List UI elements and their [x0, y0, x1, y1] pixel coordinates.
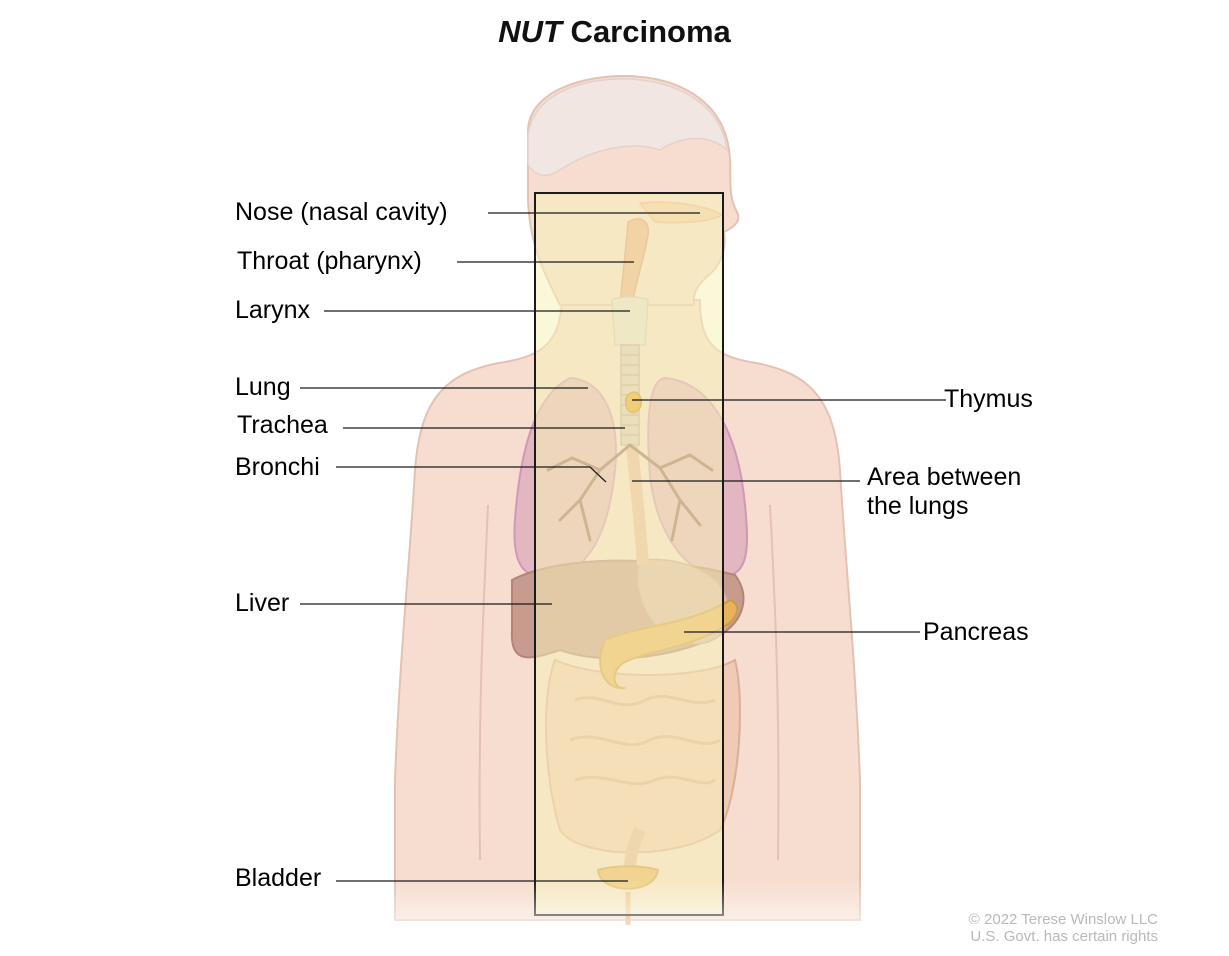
label-trachea: Trachea	[237, 411, 328, 439]
highlight-box	[534, 192, 724, 916]
label-area-between-lungs-line2: the lungs	[867, 492, 969, 520]
label-area-between-lungs-line1: Area between	[867, 463, 1022, 491]
copyright-line1: © 2022 Terese Winslow LLC	[968, 911, 1158, 928]
label-liver: Liver	[235, 589, 290, 617]
leader-line-bronchi	[336, 466, 607, 483]
label-bladder: Bladder	[235, 864, 322, 892]
diagram-title: NUT Carcinoma	[0, 14, 1229, 50]
copyright-line2: U.S. Govt. has certain rights	[970, 928, 1158, 945]
label-thymus: Thymus	[944, 385, 1033, 413]
leader-lines	[300, 212, 946, 882]
label-throat: Throat (pharynx)	[237, 247, 422, 275]
title-rest: Carcinoma	[561, 14, 731, 49]
copyright-notice: © 2022 Terese Winslow LLC U.S. Govt. has…	[938, 911, 1158, 945]
title-italic-part: NUT	[498, 14, 562, 49]
label-larynx: Larynx	[235, 296, 311, 324]
label-bronchi: Bronchi	[235, 453, 320, 481]
label-pancreas: Pancreas	[923, 618, 1029, 646]
label-lung: Lung	[235, 373, 291, 401]
label-nose: Nose (nasal cavity)	[235, 198, 448, 226]
bottom-fade	[380, 880, 880, 956]
